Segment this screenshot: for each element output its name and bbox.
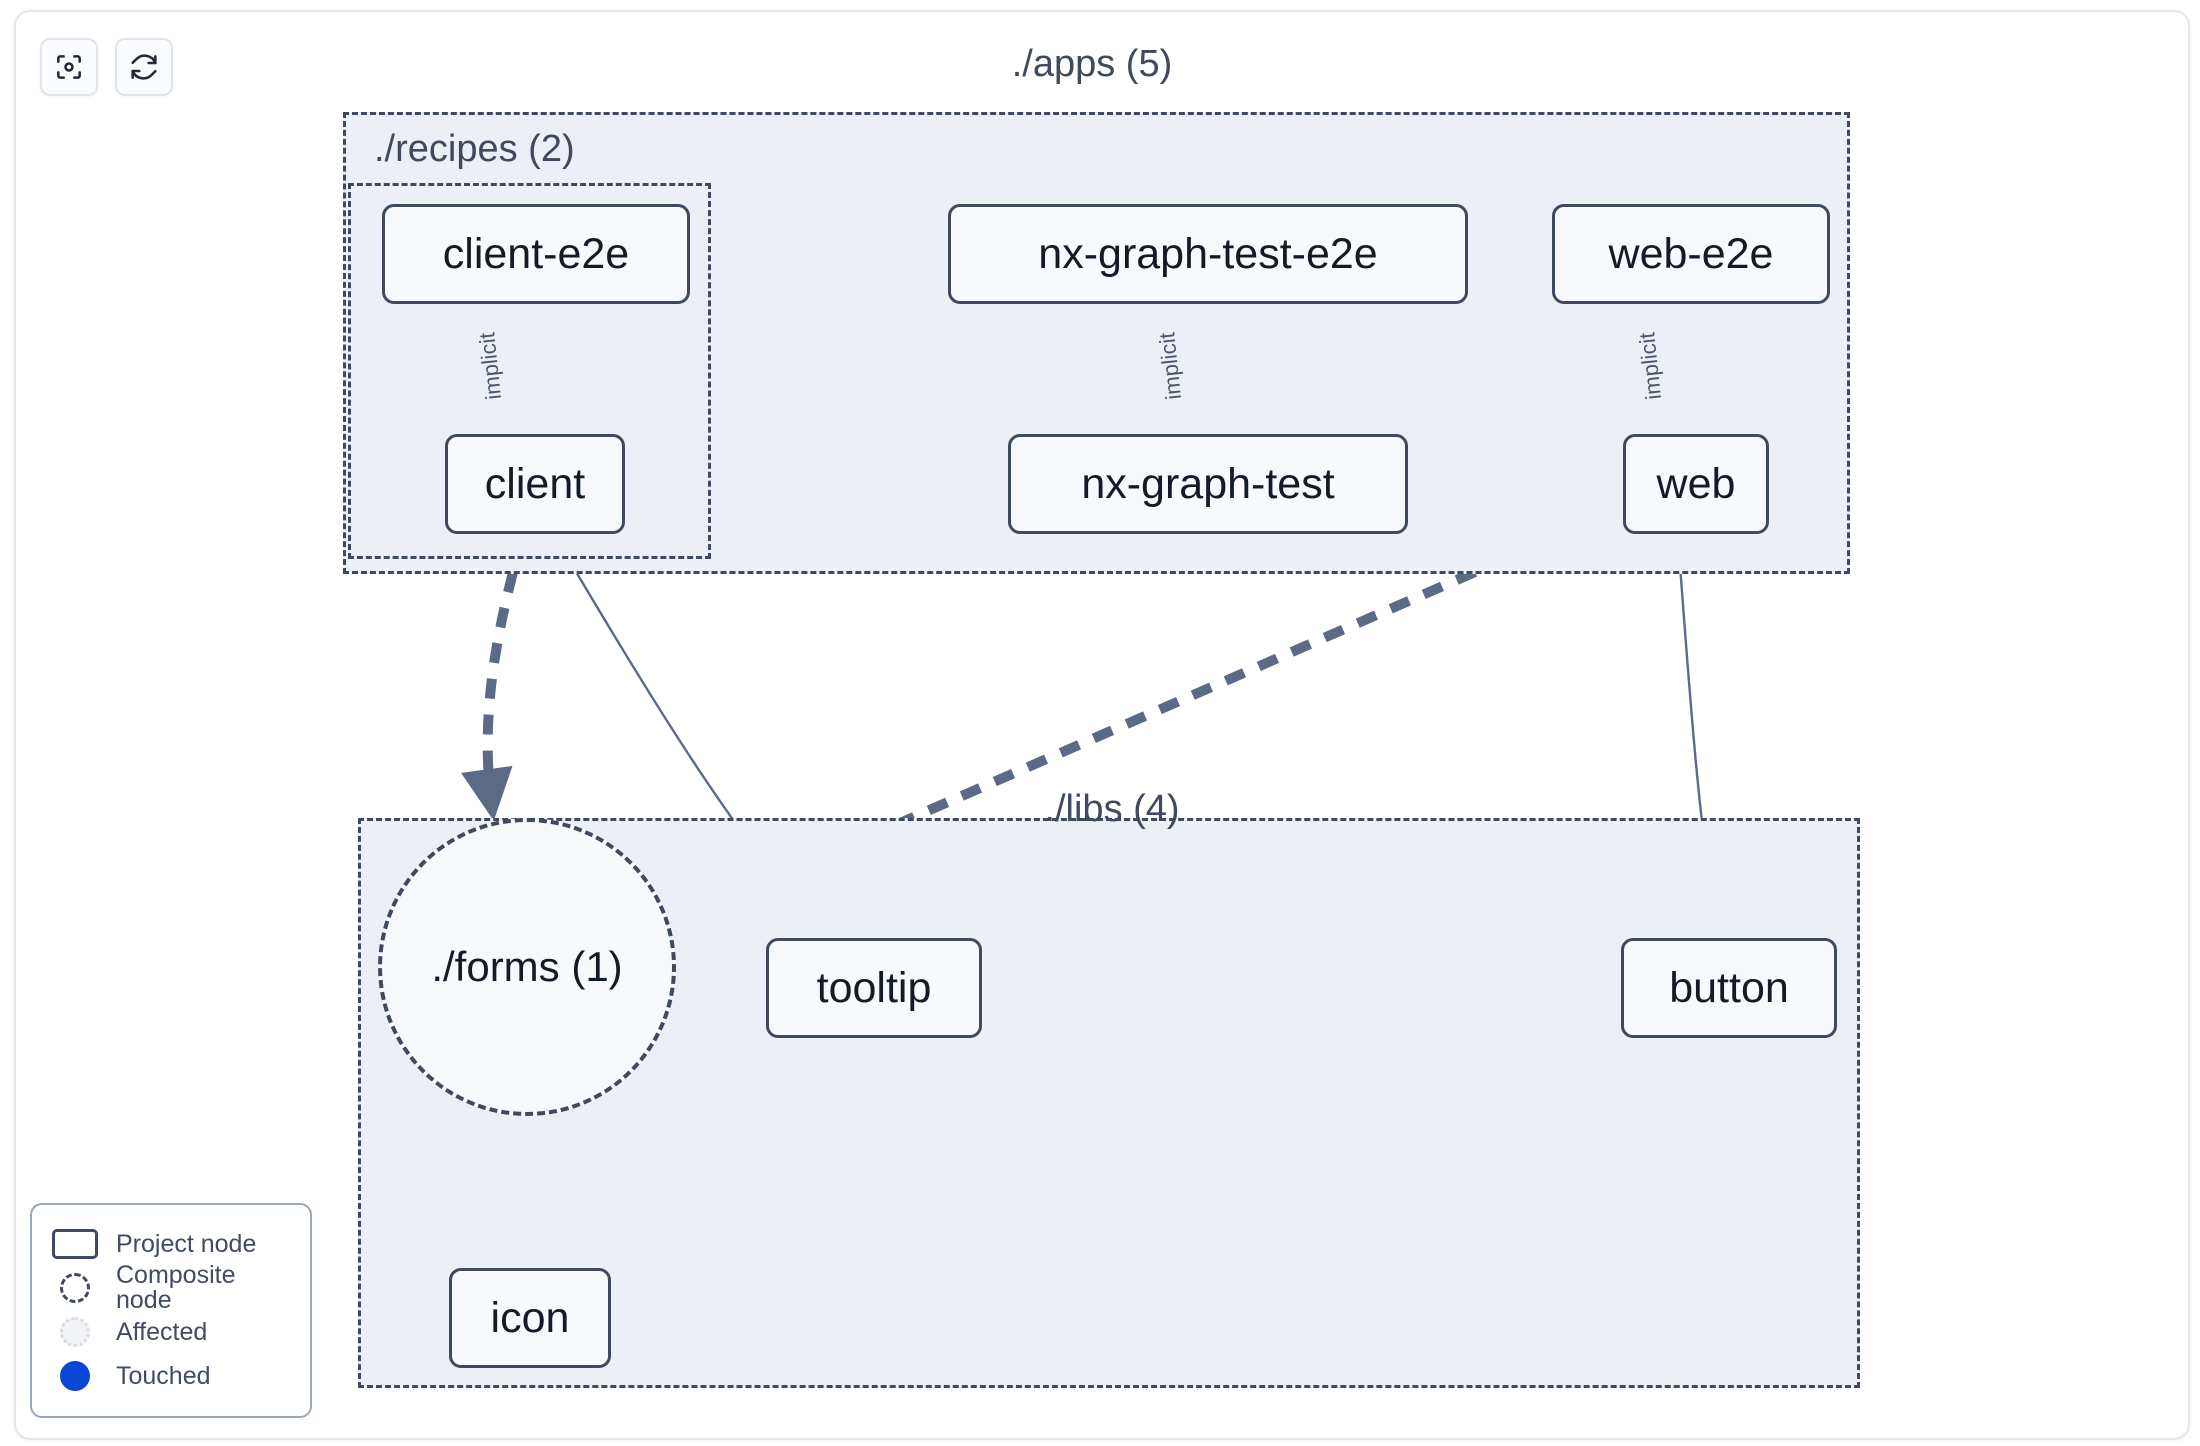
group-label-apps: ./apps (5) (1011, 43, 1173, 85)
node-label: client-e2e (442, 229, 630, 278)
node-label: nx-graph-test-e2e (1038, 229, 1378, 278)
group-label-libs: ./libs (4) (1044, 788, 1180, 830)
node-tooltip[interactable]: tooltip (766, 938, 982, 1038)
node-nx-graph-test-e2e[interactable]: nx-graph-test-e2e (948, 204, 1468, 304)
refresh-icon (128, 51, 160, 83)
project-node-symbol (52, 1229, 108, 1259)
node-label: web (1656, 459, 1736, 508)
graph-legend: Project node Composite node Affected Tou… (30, 1203, 312, 1418)
refresh-graph-button[interactable] (115, 38, 173, 96)
viewfinder-icon (53, 51, 85, 83)
composite-node-symbol (52, 1273, 108, 1303)
node-forms-composite[interactable]: ./forms (1) (378, 818, 676, 1116)
legend-item-touched: Touched (52, 1354, 290, 1398)
legend-label: Affected (116, 1317, 208, 1346)
focus-graph-button[interactable] (40, 38, 98, 96)
touched-symbol (52, 1361, 108, 1391)
legend-item-composite-node: Composite node (52, 1261, 290, 1314)
legend-item-project-node: Project node (52, 1222, 290, 1266)
node-web-e2e[interactable]: web-e2e (1552, 204, 1830, 304)
group-label-recipes: ./recipes (2) (374, 128, 575, 170)
node-label: web-e2e (1608, 229, 1774, 278)
node-label: ./forms (1) (431, 943, 623, 990)
node-client-e2e[interactable]: client-e2e (382, 204, 690, 304)
node-label: button (1669, 963, 1789, 1012)
node-icon[interactable]: icon (449, 1268, 611, 1368)
node-web[interactable]: web (1623, 434, 1769, 534)
legend-label: Project node (116, 1229, 257, 1258)
node-button[interactable]: button (1621, 938, 1837, 1038)
node-label: client (484, 459, 586, 508)
node-label: icon (490, 1293, 570, 1342)
edge-client-to-forms (460, 536, 527, 821)
node-label: nx-graph-test (1081, 459, 1335, 508)
legend-label: Touched (116, 1361, 211, 1390)
legend-item-affected: Affected (52, 1310, 290, 1354)
node-client[interactable]: client (445, 434, 625, 534)
legend-label: Composite node (116, 1261, 236, 1314)
node-label: tooltip (816, 963, 932, 1012)
affected-symbol (52, 1317, 108, 1347)
node-nx-graph-test[interactable]: nx-graph-test (1008, 434, 1408, 534)
graph-toolbar (40, 38, 173, 96)
